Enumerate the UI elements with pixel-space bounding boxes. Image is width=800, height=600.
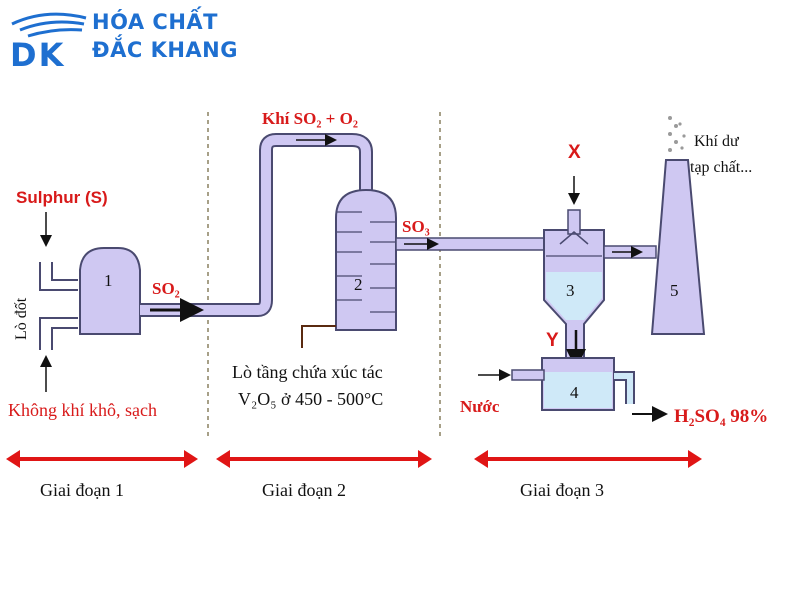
- brand-name-line1: HÓA CHẤT: [92, 10, 218, 34]
- so2-pipe: [140, 133, 373, 317]
- stage-2-arrow: [216, 450, 432, 468]
- excess-gas-label-line2: tạp chất...: [690, 159, 752, 176]
- stage-2-label: Giai đoạn 2: [262, 480, 346, 500]
- air-label: Không khí khô, sạch: [8, 400, 157, 420]
- excess-gas-label-line1: Khí dư: [694, 133, 740, 150]
- water-label: Nước: [460, 397, 500, 416]
- chimney: [650, 159, 706, 335]
- catalyst-label-line2: V₂O₅ ở 450 - 500°C: [238, 389, 383, 409]
- so2-label: SO₂: [152, 279, 180, 298]
- catalyst-pointer: [301, 325, 336, 348]
- unit-4-label: 4: [570, 383, 579, 402]
- absorption-tower: [543, 209, 605, 359]
- unit-3-label: 3: [566, 281, 575, 300]
- smoke-icon: [668, 116, 686, 152]
- unit-5-label: 5: [670, 281, 679, 300]
- so3-label: SO₃: [402, 217, 430, 236]
- brand-name-line2: ĐẮC KHANG: [92, 38, 238, 62]
- x-label: X: [568, 142, 581, 163]
- product-label: H₂SO₄ 98%: [674, 406, 768, 427]
- furnace-label: Lò đốt: [13, 297, 30, 340]
- y-label: Y: [546, 330, 559, 351]
- logo-swoosh-icon: [11, 12, 87, 38]
- unit-1-label: 1: [104, 271, 113, 290]
- brand-logo-icon: DK: [10, 12, 87, 72]
- gas-mix-label: Khí SO₂ + O₂: [262, 109, 358, 128]
- stage-3-arrow: [474, 450, 702, 468]
- dilution-tank: [511, 357, 635, 411]
- stage-1-arrow: [6, 450, 198, 468]
- converter-tower: [335, 188, 397, 331]
- furnace-unit: [39, 247, 141, 350]
- stage-1-label: Giai đoạn 1: [40, 480, 124, 500]
- sulphur-label: Sulphur (S): [16, 188, 108, 207]
- logo-letters: DK: [10, 36, 65, 72]
- furnace-body: [79, 247, 141, 335]
- catalyst-label-line1: Lò tầng chứa xúc tác: [232, 362, 383, 382]
- unit-2-label: 2: [354, 275, 363, 294]
- stage-3-label: Giai đoạn 3: [520, 480, 604, 500]
